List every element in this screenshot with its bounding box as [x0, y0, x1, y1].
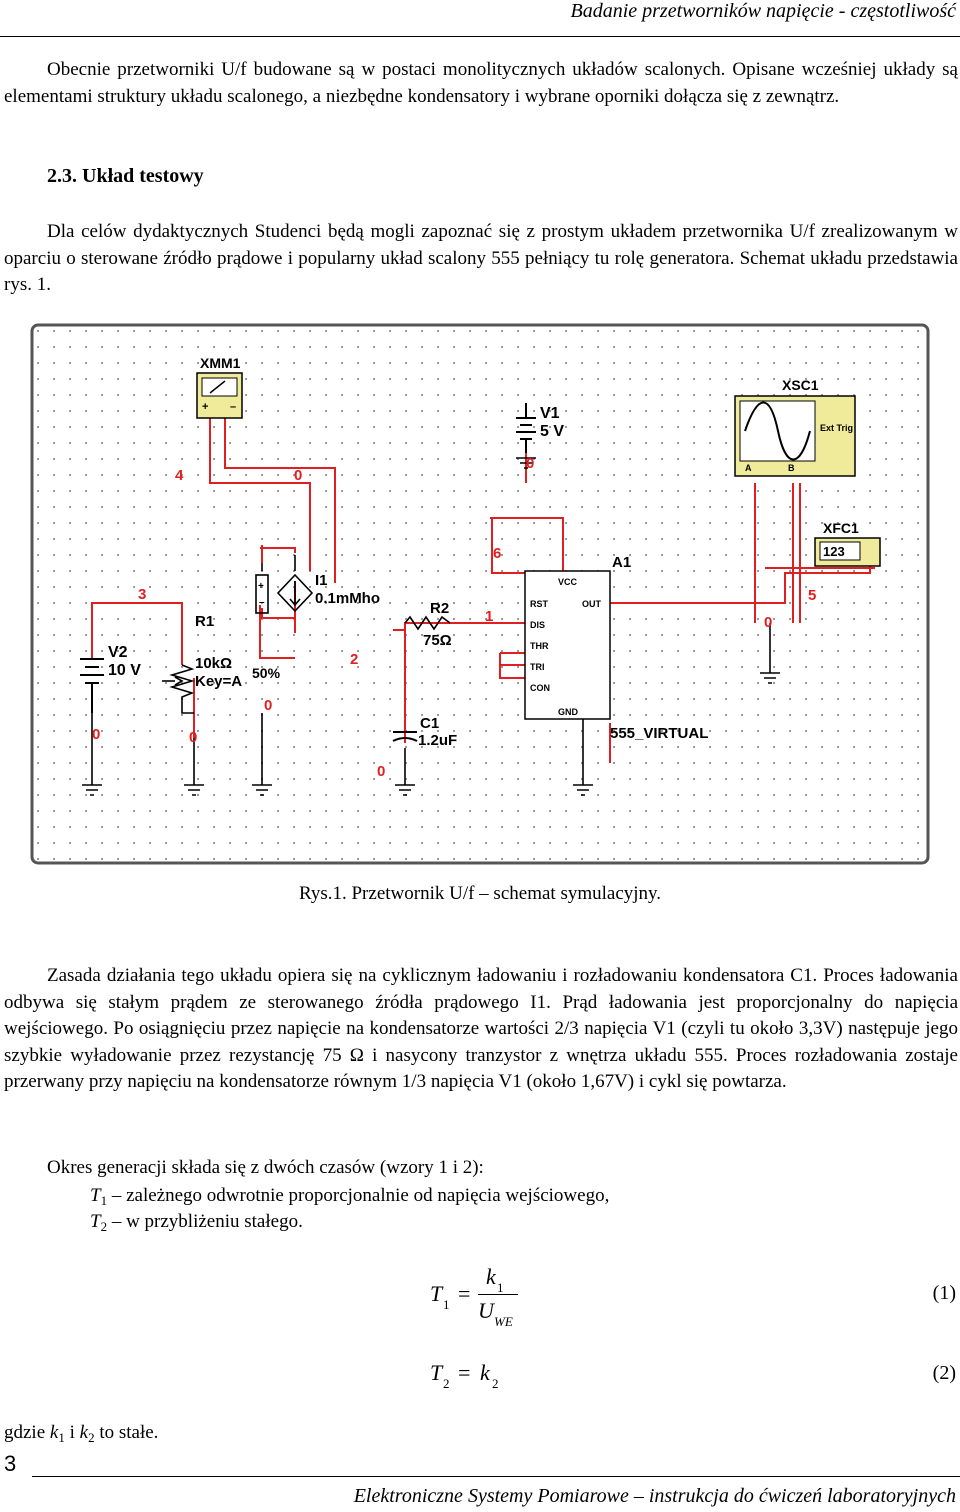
- svg-text:A1: A1: [612, 554, 631, 571]
- t2-description: T2 – w przybliżeniu stałego.: [90, 1211, 303, 1234]
- svg-text:DIS: DIS: [530, 620, 545, 630]
- svg-text:RST: RST: [530, 599, 549, 609]
- svg-text:TRI: TRI: [530, 662, 545, 672]
- svg-text:4: 4: [175, 467, 184, 484]
- constants-note: gdzie k1 i k2 to stałe.: [4, 1422, 159, 1445]
- svg-text:123: 123: [823, 544, 845, 559]
- svg-text:1: 1: [485, 608, 493, 625]
- battery-v2: [80, 658, 104, 713]
- svg-text:V1: V1: [540, 405, 560, 422]
- svg-text:THR: THR: [530, 641, 549, 651]
- svg-text:C1: C1: [420, 715, 439, 732]
- figure-caption: Rys.1. Przetwornik U/f – schemat symulac…: [298, 883, 662, 904]
- ext-trig-label: Ext Trig: [820, 423, 853, 433]
- svg-text:–: –: [259, 597, 265, 608]
- oscilloscope-xsc1: Ext Trig A B XSC1: [734, 377, 856, 477]
- svg-text:0: 0: [189, 729, 197, 746]
- equation-2-number: (2): [932, 1362, 956, 1384]
- svg-text:75Ω: 75Ω: [423, 632, 452, 649]
- svg-text:50%: 50%: [252, 665, 281, 681]
- svg-text:10kΩ: 10kΩ: [195, 655, 232, 672]
- intro-paragraph: Obecnie przetworniki U/f budowane są w p…: [4, 59, 958, 107]
- xfc1-label: XFC1: [823, 520, 859, 536]
- svg-text:10 V: 10 V: [108, 662, 141, 679]
- circuit-schematic: + – XMM1 Ext Trig A B XSC1 123 XFC1 V1 5…: [30, 323, 930, 865]
- svg-text:1.2uF: 1.2uF: [418, 732, 457, 749]
- svg-text:GND: GND: [558, 707, 579, 717]
- section-title: 2.3. Układ testowy: [47, 165, 204, 187]
- svg-text:VCC: VCC: [558, 577, 578, 587]
- svg-text:0: 0: [526, 455, 534, 472]
- ground-wires: [91, 555, 771, 785]
- svg-text:R2: R2: [430, 600, 449, 617]
- ground-symbols: [82, 457, 780, 796]
- svg-text:0: 0: [264, 697, 272, 714]
- controlled-source-i1: [255, 573, 314, 614]
- battery-v1: [516, 403, 536, 453]
- svg-text:B: B: [788, 463, 795, 473]
- svg-text:Key=A: Key=A: [195, 673, 242, 690]
- page-number: 3: [4, 1451, 17, 1476]
- xsc1-label: XSC1: [782, 377, 819, 393]
- svg-text:555_VIRTUAL: 555_VIRTUAL: [610, 725, 708, 742]
- svg-text:I1: I1: [315, 572, 328, 589]
- svg-text:0: 0: [294, 467, 302, 484]
- xmm1-label: XMM1: [200, 355, 241, 371]
- svg-text:3: 3: [138, 586, 146, 603]
- svg-text:2: 2: [350, 651, 358, 668]
- svg-text:5: 5: [808, 587, 816, 604]
- node-labels: 4 0 0 6 3 1 2 5 0 0 0 0 0: [92, 455, 816, 780]
- running-footer: Elektroniczne Systemy Pomiarowe – instru…: [353, 1485, 956, 1507]
- operation-paragraph: Zasada działania tego układu opiera się …: [4, 965, 958, 1092]
- svg-text:V2: V2: [108, 644, 128, 661]
- svg-text:CON: CON: [530, 683, 550, 693]
- svg-text:5 V: 5 V: [540, 423, 564, 440]
- svg-text:+: +: [202, 401, 208, 413]
- period-intro: Okres generacji składa się z dwóch czasó…: [47, 1157, 484, 1178]
- svg-text:0: 0: [764, 614, 772, 631]
- running-header: Badanie przetworników napięcie - częstot…: [570, 0, 957, 22]
- equation-1-number: (1): [932, 1282, 956, 1304]
- svg-text:0: 0: [377, 763, 385, 780]
- svg-text:R1: R1: [195, 613, 214, 630]
- ic-555: VCC RST OUT DIS THR TRI CON GND: [524, 570, 611, 720]
- frequency-counter-xfc1: 123 XFC1: [814, 520, 881, 567]
- svg-text:A: A: [745, 463, 752, 473]
- potentiometer-r1: [162, 664, 195, 714]
- svg-text:+: +: [258, 581, 264, 592]
- svg-text:OUT: OUT: [582, 599, 602, 609]
- footer-rule: [32, 1476, 960, 1477]
- resistor-r2: [404, 615, 451, 631]
- multimeter-xmm1: + – XMM1: [196, 355, 243, 419]
- t1-description: T1 – zależnego odwrotnie proporcjonalnie…: [90, 1185, 610, 1208]
- description-paragraph: Dla celów dydaktycznych Studenci będą mo…: [4, 221, 958, 295]
- svg-text:6: 6: [493, 545, 501, 562]
- header-rule: [0, 36, 960, 37]
- svg-text:–: –: [230, 401, 236, 413]
- svg-text:0: 0: [92, 726, 100, 743]
- capacitor-c1: [392, 731, 418, 742]
- svg-text:0.1mMho: 0.1mMho: [315, 590, 380, 607]
